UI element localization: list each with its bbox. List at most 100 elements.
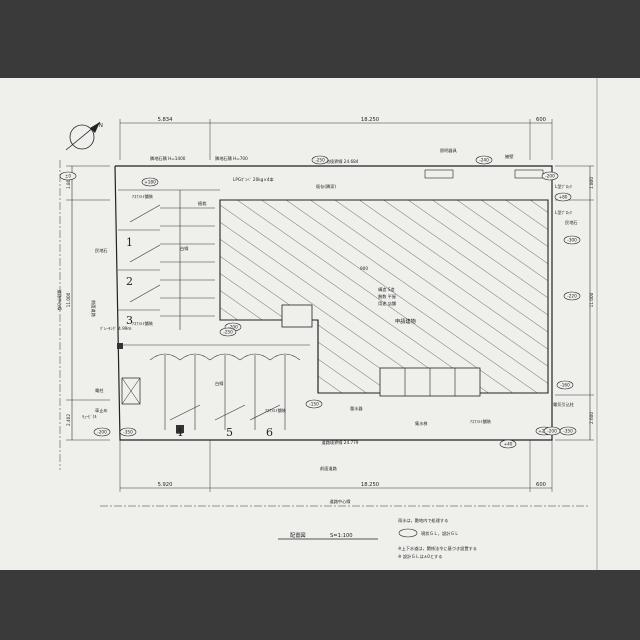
electric-box-label: 電気引込柱	[553, 401, 575, 408]
misc-annotations: LPGﾎﾞﾝﾍﾞ 20kg×4本 量水器 集水桝 電柱 車止め 民地石 民地石 …	[82, 148, 578, 472]
bottom-dimension: 5.920 18.250 600 道路中心線	[100, 440, 590, 507]
level-mark-oval	[141, 177, 159, 187]
fence-left-label: 隣地石積 H=1400	[150, 155, 186, 162]
level-mark-oval	[554, 192, 572, 202]
level-mark-oval	[543, 426, 561, 436]
road-centerline-left: 道路中心線	[56, 290, 63, 312]
asphalt-bottom-label: ｱｽﾌｧﾙﾄ舗装	[265, 407, 287, 414]
building-info-1: 構造 S造	[378, 286, 395, 293]
dim-top-mid: 18.250	[361, 117, 379, 123]
lp-gas-label: LPGﾎﾞﾝﾍﾞ 20kg×4本	[233, 176, 274, 183]
level-mark-text: -200	[228, 325, 238, 330]
road-name-bottom: 前面道路	[320, 465, 338, 472]
level-mark-text: ±0	[65, 174, 72, 179]
level-mark-text: -250	[315, 158, 325, 163]
parking-number-1: 1	[126, 236, 133, 249]
dim-right-mid: 11.000	[589, 292, 594, 307]
building-info-2: 階数 平屋	[378, 293, 396, 300]
note-left: ｸﾞﾚｰﾁﾝｸﾞ 4.99m	[100, 326, 131, 331]
boundary-top-label: 隣地境界線 24.684	[322, 158, 359, 165]
level-mark-oval	[475, 155, 493, 165]
dimension-900: 900	[360, 266, 368, 271]
l-shape-2: L型ﾌﾞﾛｯｸ	[555, 209, 572, 216]
level-mark-oval	[311, 155, 329, 165]
dim-right-lower: 2.600	[589, 412, 594, 424]
level-mark-oval	[499, 439, 517, 449]
bollard-label: 車止め	[95, 407, 108, 414]
existing-house-label: 既存(隣家)	[316, 183, 336, 190]
building-label: 申請建物	[395, 317, 416, 325]
level-mark-text: -250	[223, 330, 233, 335]
level-mark-text: +40	[504, 442, 513, 447]
dim-top-right: 600	[536, 117, 546, 123]
parking-number-2: 2	[126, 275, 133, 288]
level-mark-text: -200	[545, 174, 555, 179]
l-shape-1: L型ﾌﾞﾛｯｸ	[555, 183, 572, 190]
legend-block: 雨水は，敷地内で処理する 現状ＧＬ，設計ＧＬ ※上下水道は，関係法令に基づき設置…	[398, 517, 477, 560]
water-meter-label: 量水器	[350, 405, 363, 412]
level-mark-text: +80	[559, 195, 568, 200]
top-dimension: 5.834 18.250 600	[119, 117, 553, 160]
level-mark-text: -350	[563, 429, 573, 434]
building-info-3: 用途 店舗	[378, 300, 396, 307]
note-1: 雨水は，敷地内で処理する	[398, 517, 448, 524]
dim-left-lower: 2.402	[66, 414, 71, 426]
level-mark-oval	[556, 380, 574, 390]
building-footprint: 申請建物 構造 S造 階数 平屋 用途 店舗 既存(隣家)	[219, 183, 549, 397]
road-centerline-bottom: 道路中心線	[330, 498, 352, 505]
dim-bottom-right: 600	[536, 482, 546, 488]
dim-left-upper: 1.800	[66, 177, 71, 189]
dim-right-upper: 1.800	[589, 177, 594, 189]
transformer-label: ｷｭｰﾋﾞｸﾙ	[82, 414, 98, 420]
lighting-label: 照明器具	[440, 148, 458, 154]
note-3: ※上下水道は，関係法令に基づき設置する	[398, 545, 477, 552]
parking-number-3: 3	[126, 314, 133, 327]
boundary-stone-right: 民地石	[565, 219, 578, 226]
level-mark-oval	[119, 427, 137, 437]
level-marks: ±0 -200 -350 +180 -200 +80 -250 -240 -300 -220 -16…	[59, 155, 581, 449]
parking-number-5: 5	[226, 426, 233, 439]
parking-number-6: 6	[266, 426, 273, 439]
level-mark-oval	[541, 171, 559, 181]
asphalt-mid-label: ｱｽﾌｧﾙﾄ舗装	[132, 320, 154, 327]
note-2: 現状ＧＬ，設計ＧＬ	[421, 530, 459, 537]
parking-bottom: 白線 ｱｽﾌｧﾙﾄ舗装 ｱｽﾌｧﾙﾄ舗装	[117, 343, 492, 433]
parking-numbers: 1 2 3 4 5 6	[126, 236, 273, 439]
level-mark-text: -240	[479, 158, 489, 163]
level-mark-text: +180	[144, 180, 156, 185]
level-mark-text: -200	[547, 429, 557, 434]
level-mark-text: -300	[567, 238, 577, 243]
level-mark-oval	[59, 171, 77, 181]
white-line-1: 白線	[180, 245, 189, 252]
asphalt-left-label: ｱｽﾌｧﾙﾄ舗装	[132, 193, 154, 200]
boundary-stone-left: 民地石	[95, 247, 108, 254]
dim-left-mid: 11.000	[66, 292, 71, 307]
boundary-bottom-label: 道路境界線 24.779	[322, 439, 359, 446]
fence-top-label: 隣地石積 H=700	[215, 155, 248, 162]
dim-bottom-mid: 18.250	[361, 482, 379, 488]
retaining-label: 擁壁	[505, 153, 513, 160]
sign-pole-label: 電柱	[95, 387, 104, 394]
drawing-scale: S=1:100	[330, 533, 353, 539]
level-mark-text: -220	[567, 294, 577, 299]
asphalt-right-label: ｱｽﾌｧﾙﾄ舗装	[470, 418, 492, 425]
level-mark-oval	[93, 427, 111, 437]
parking-number-4: 4	[176, 426, 183, 439]
level-mark-text: -200	[97, 430, 107, 435]
drawing-title: 配置図	[290, 532, 306, 539]
dim-top-left: 5.834	[158, 117, 174, 123]
tree-label: 植栽	[198, 200, 207, 207]
level-mark-text: -160	[560, 383, 570, 388]
north-letter: N	[99, 123, 103, 129]
left-dimension: 1.800 11.000 2.402 道路中心線	[56, 160, 110, 470]
dim-bottom-left: 5.920	[158, 482, 173, 488]
north-arrow-icon: N	[65, 121, 103, 151]
level-mark-text: -150	[309, 402, 319, 407]
level-mark-oval	[305, 399, 323, 409]
parking-left: ｱｽﾌｧﾙﾄ舗装 白線 ｱｽﾌｧﾙﾄ舗装 ｸﾞﾚｰﾁﾝｸﾞ 4.99m	[100, 189, 220, 331]
white-line-2: 白線	[215, 380, 224, 387]
title-block: 配置図 S=1:100	[278, 532, 378, 540]
right-dimension: 1.800 11.000 2.600	[555, 165, 594, 441]
